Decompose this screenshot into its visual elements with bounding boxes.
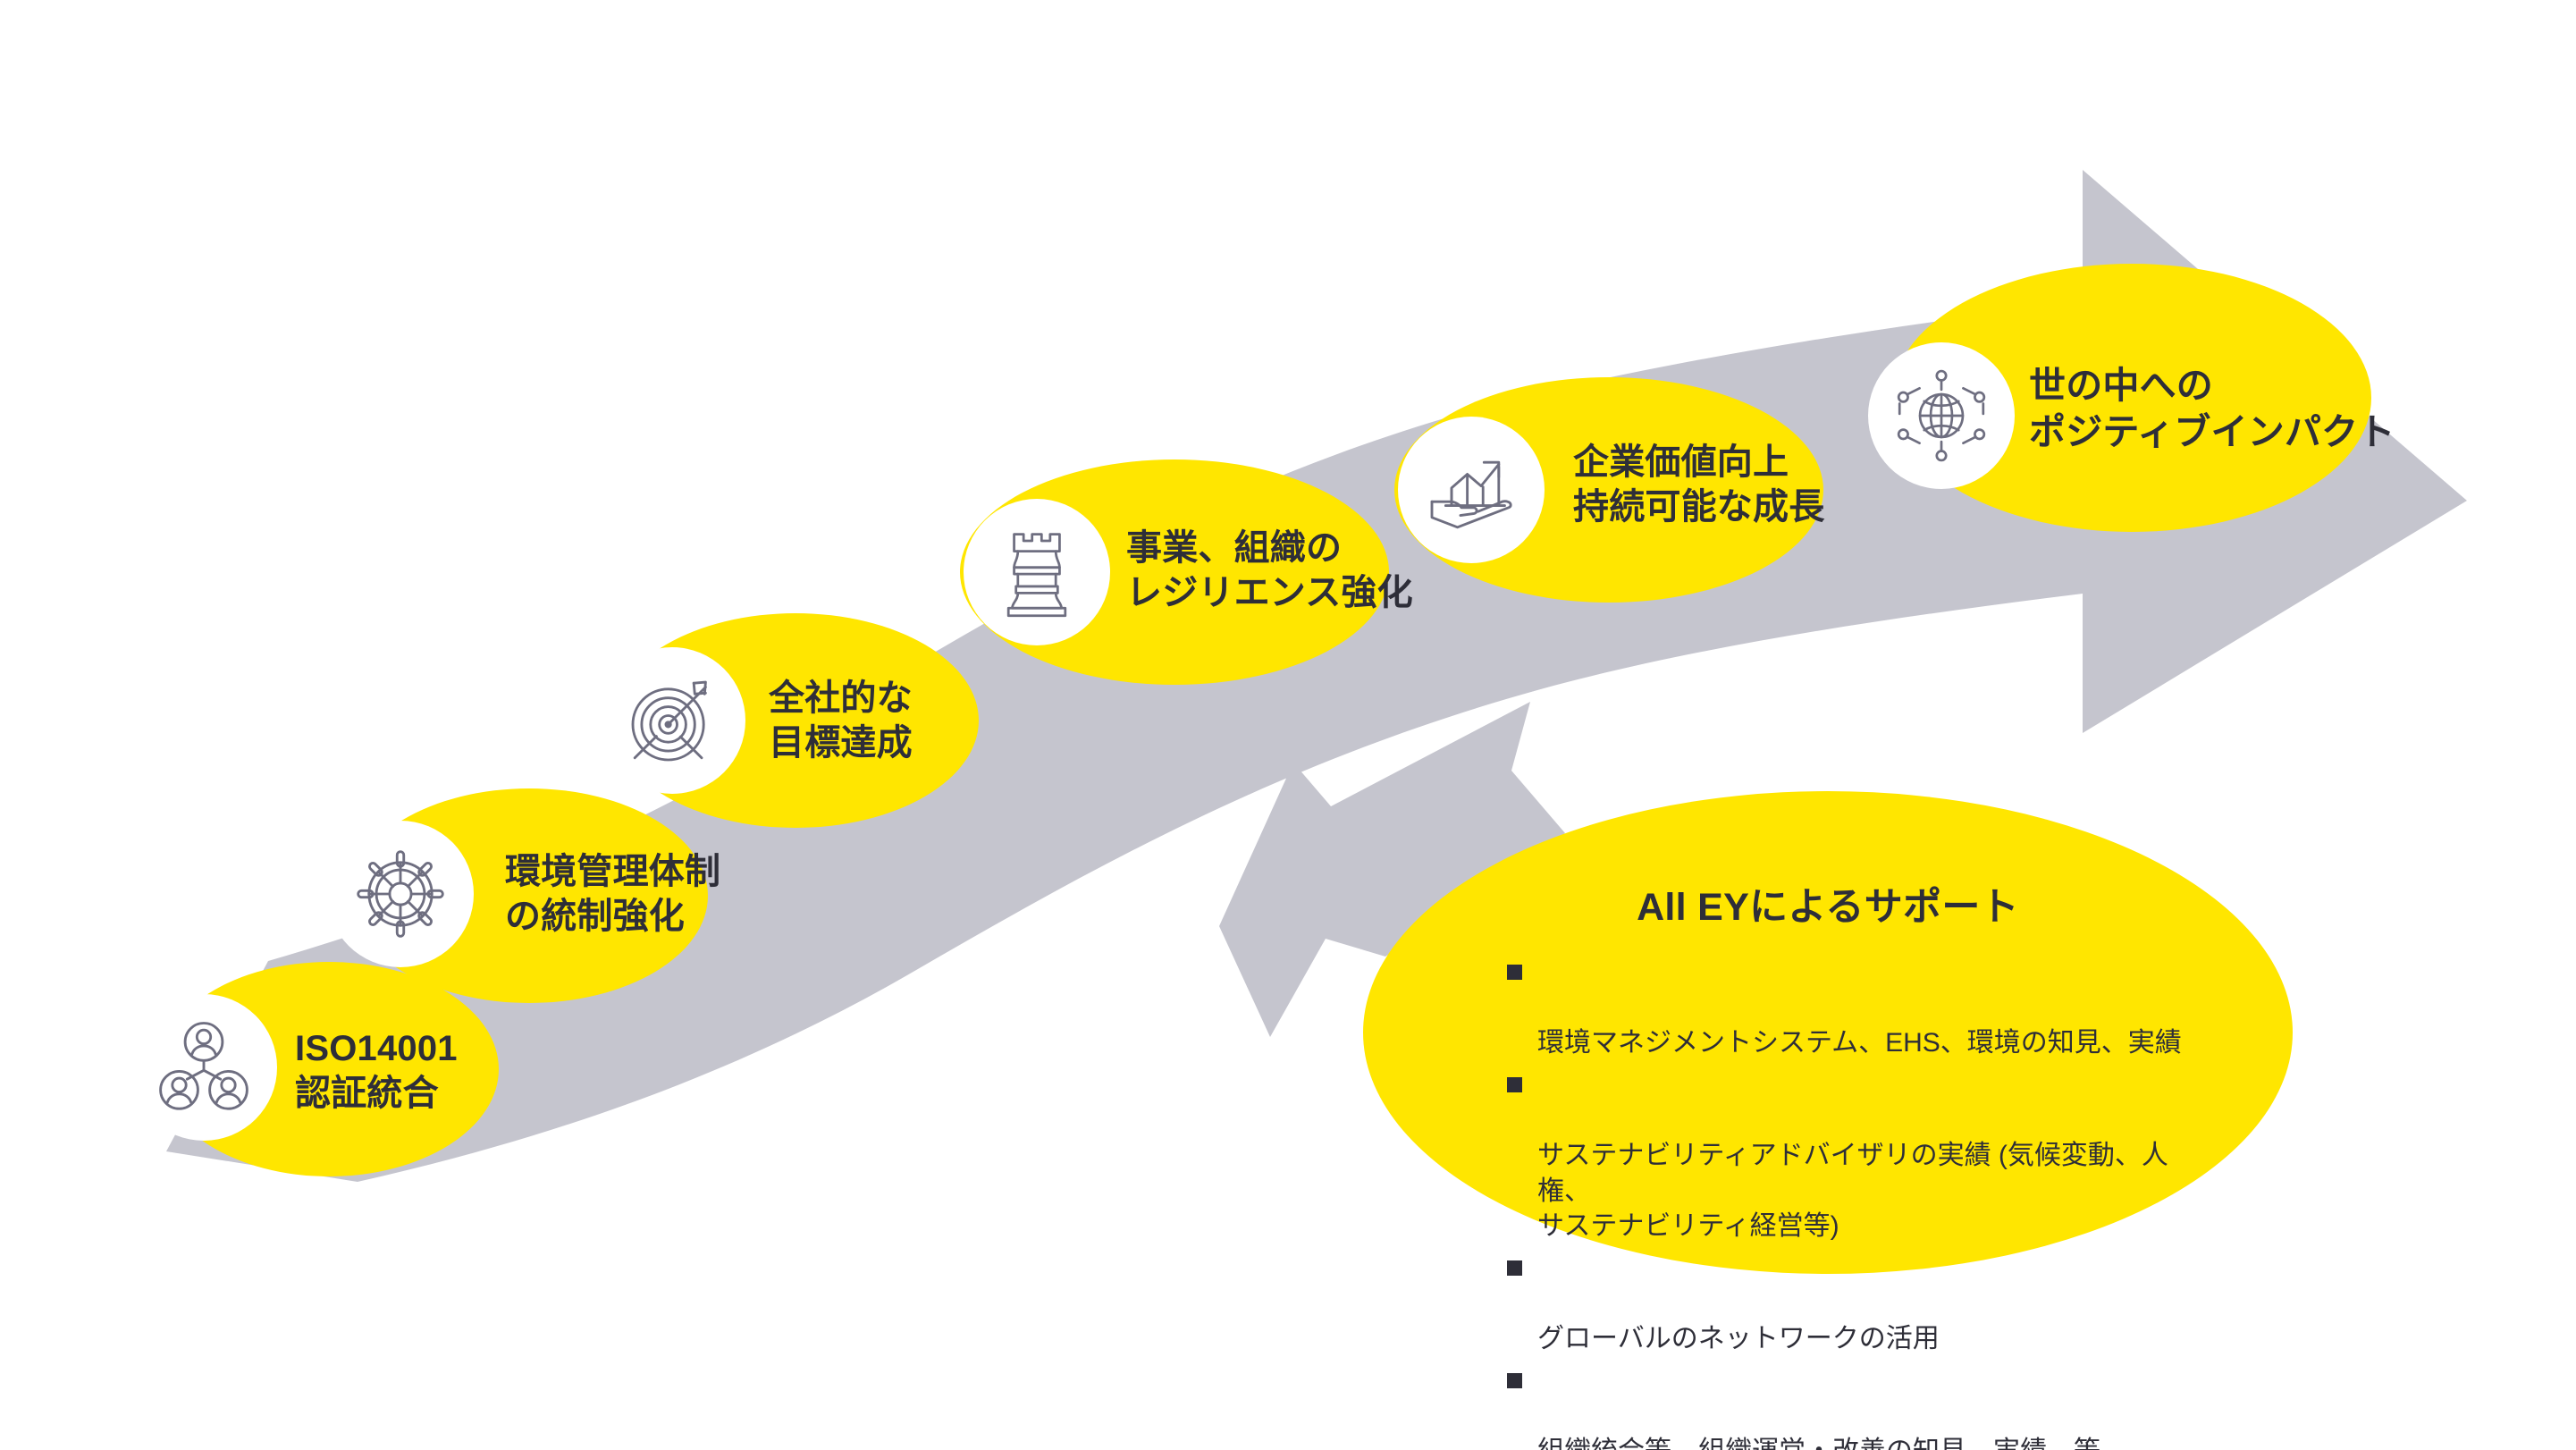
- step-label-environment: 環境管理体制 の統制強化: [505, 852, 721, 937]
- support-list-item: グローバルのネットワークの活用: [1502, 1251, 2217, 1357]
- support-ellipse: [1363, 791, 2293, 1274]
- support-list-item: サステナビリティアドバイザリの実績 (気候変動、人権、 サステナビリティ経営等): [1502, 1067, 2217, 1244]
- step-label-positive-impact: 世の中への ポジティブインパクト: [2029, 365, 2395, 452]
- support-item-text: グローバルのネットワークの活用: [1537, 1323, 1940, 1353]
- support-title: All EYによるサポート: [1637, 886, 2019, 929]
- support-item-text: サステナビリティアドバイザリの実績 (気候変動、人権、 サステナビリティ経営等): [1537, 1140, 2168, 1242]
- square-bullet-icon: [1507, 965, 1522, 980]
- square-bullet-icon: [1507, 1260, 1522, 1276]
- step-label-company-goals: 全社的な 目標達成: [769, 679, 913, 763]
- step-ellipse-positive-impact: [1892, 264, 2371, 532]
- support-item-text: 組織統合等、組織運営・改善の知見、実績 等: [1537, 1437, 2100, 1450]
- step-label-resilience: 事業、組織の レジリエンス強化: [1126, 528, 1413, 613]
- support-list-item: 環境マネジメントシステム、EHS、環境の知見、実績: [1502, 955, 2217, 1061]
- support-list-item: 組織統合等、組織運営・改善の知見、実績 等: [1502, 1363, 2217, 1450]
- square-bullet-icon: [1507, 1076, 1522, 1092]
- step-label-iso14001: ISO14001 認証統合: [295, 1029, 458, 1114]
- square-bullet-icon: [1507, 1372, 1522, 1388]
- step-icon-circles: [130, 342, 2015, 1141]
- support-list: 環境マネジメントシステム、EHS、環境の知見、実績 サステナビリティアドバイザリ…: [1502, 955, 2217, 1450]
- gray-support-arrow: [1219, 702, 1565, 1037]
- support-item-text: 環境マネジメントシステム、EHS、環境の知見、実績: [1537, 1028, 2182, 1058]
- step-label-corporate-value: 企業価値向上 持続可能な成長: [1573, 443, 1825, 527]
